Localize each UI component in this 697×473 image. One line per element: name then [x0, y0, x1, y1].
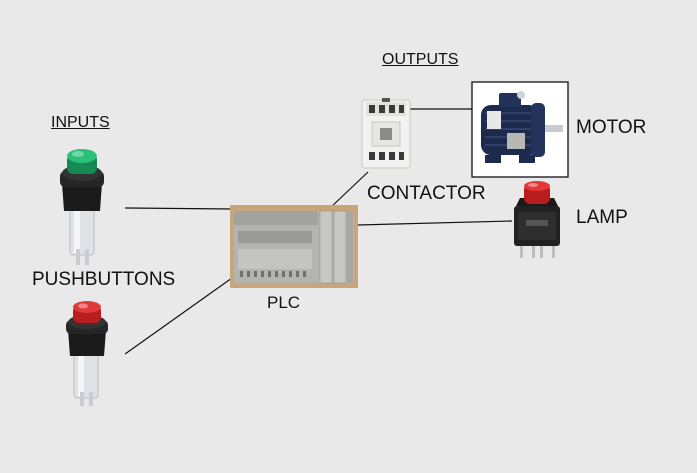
- lamp-label: LAMP: [576, 207, 628, 228]
- plc-label: PLC: [267, 293, 301, 312]
- wire-green-button-to-plc: [124, 207, 233, 210]
- inputs-heading: INPUTS: [51, 114, 110, 131]
- wire-red-button-to-plc: [124, 277, 233, 355]
- contactor-icon: [361, 98, 411, 169]
- motor-label: MOTOR: [576, 117, 647, 138]
- contactor-label: CONTACTOR: [367, 183, 486, 204]
- plc-icon: [230, 205, 358, 288]
- outputs-heading: OUTPUTS: [382, 51, 459, 68]
- wire-plc-to-contactor: [329, 171, 369, 209]
- lamp-icon: [514, 181, 560, 258]
- motor-icon: [471, 81, 569, 178]
- green-pushbutton-icon: [60, 149, 104, 265]
- wire-plc-to-lamp: [357, 220, 513, 226]
- red-pushbutton-icon: [66, 301, 108, 406]
- pushbuttons-label: PUSHBUTTONS: [32, 269, 176, 290]
